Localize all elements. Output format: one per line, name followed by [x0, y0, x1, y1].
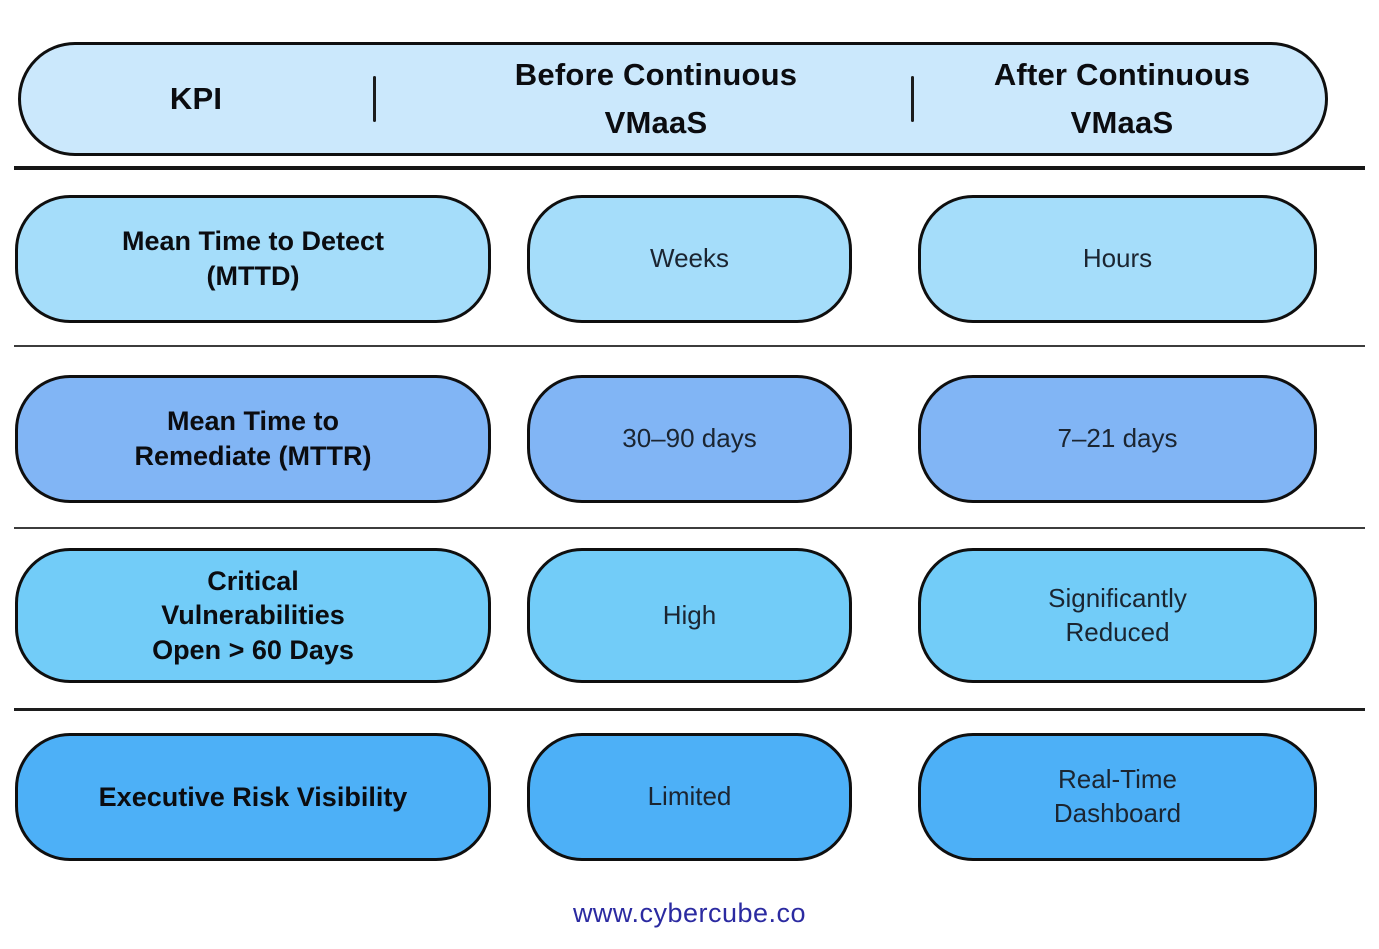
row-4-kpi-label: Executive Risk Visibility: [98, 781, 408, 812]
row-1-after-pill: Hours: [918, 195, 1317, 323]
row-separator-line: [14, 708, 1365, 711]
row-1-kpi-pill: Mean Time to Detect (MTTD): [15, 195, 491, 323]
after-column-header: After Continuous VMaaS: [993, 56, 1251, 140]
row-3-after-pill: Significantly Reduced: [918, 548, 1317, 683]
website-url: www.cybercube.co: [572, 898, 807, 928]
kpi-column-header-cell: KPI: [21, 45, 371, 153]
row-3-kpi-label: Critical Vulnerabilities Open > 60 Days: [152, 565, 354, 665]
row-1-before-pill: Weeks: [527, 195, 852, 323]
header-divider-bar: [911, 76, 914, 122]
row-2-kpi-label: Mean Time to Remediate (MTTR): [134, 406, 372, 471]
row-3-before-pill: High: [527, 548, 852, 683]
row-separator-line: [14, 527, 1365, 529]
row-3-before-value: High: [662, 599, 717, 630]
row-4-after-pill: Real-Time Dashboard: [918, 733, 1317, 861]
kpi-column-header: KPI: [169, 80, 223, 116]
before-column-header-cell: Before Continuous VMaaS: [391, 45, 921, 153]
row-1-before-value: Weeks: [650, 243, 729, 274]
row-1-kpi-label: Mean Time to Detect (MTTD): [121, 226, 385, 291]
row-4-before-pill: Limited: [527, 733, 852, 861]
row-4-before-value: Limited: [647, 781, 732, 812]
row-separator-line: [14, 166, 1365, 170]
row-4-kpi-pill: Executive Risk Visibility: [15, 733, 491, 861]
before-column-header: Before Continuous VMaaS: [514, 56, 798, 140]
row-2-after-value: 7–21 days: [1057, 423, 1178, 454]
header-divider-bar: [373, 76, 376, 122]
row-separator-line: [14, 345, 1365, 347]
after-column-header-cell: After Continuous VMaaS: [913, 45, 1331, 153]
row-2-before-pill: 30–90 days: [527, 375, 852, 503]
row-4-after-value: Real-Time Dashboard: [1053, 764, 1182, 828]
row-3-kpi-pill: Critical Vulnerabilities Open > 60 Days: [15, 548, 491, 683]
row-1-after-value: Hours: [1082, 243, 1153, 274]
row-2-kpi-pill: Mean Time to Remediate (MTTR): [15, 375, 491, 503]
table-header-pill: KPI Before Continuous VMaaS After Contin…: [18, 42, 1328, 156]
row-2-after-pill: 7–21 days: [918, 375, 1317, 503]
row-3-after-value: Significantly Reduced: [1048, 582, 1187, 647]
row-2-before-value: 30–90 days: [622, 423, 757, 454]
